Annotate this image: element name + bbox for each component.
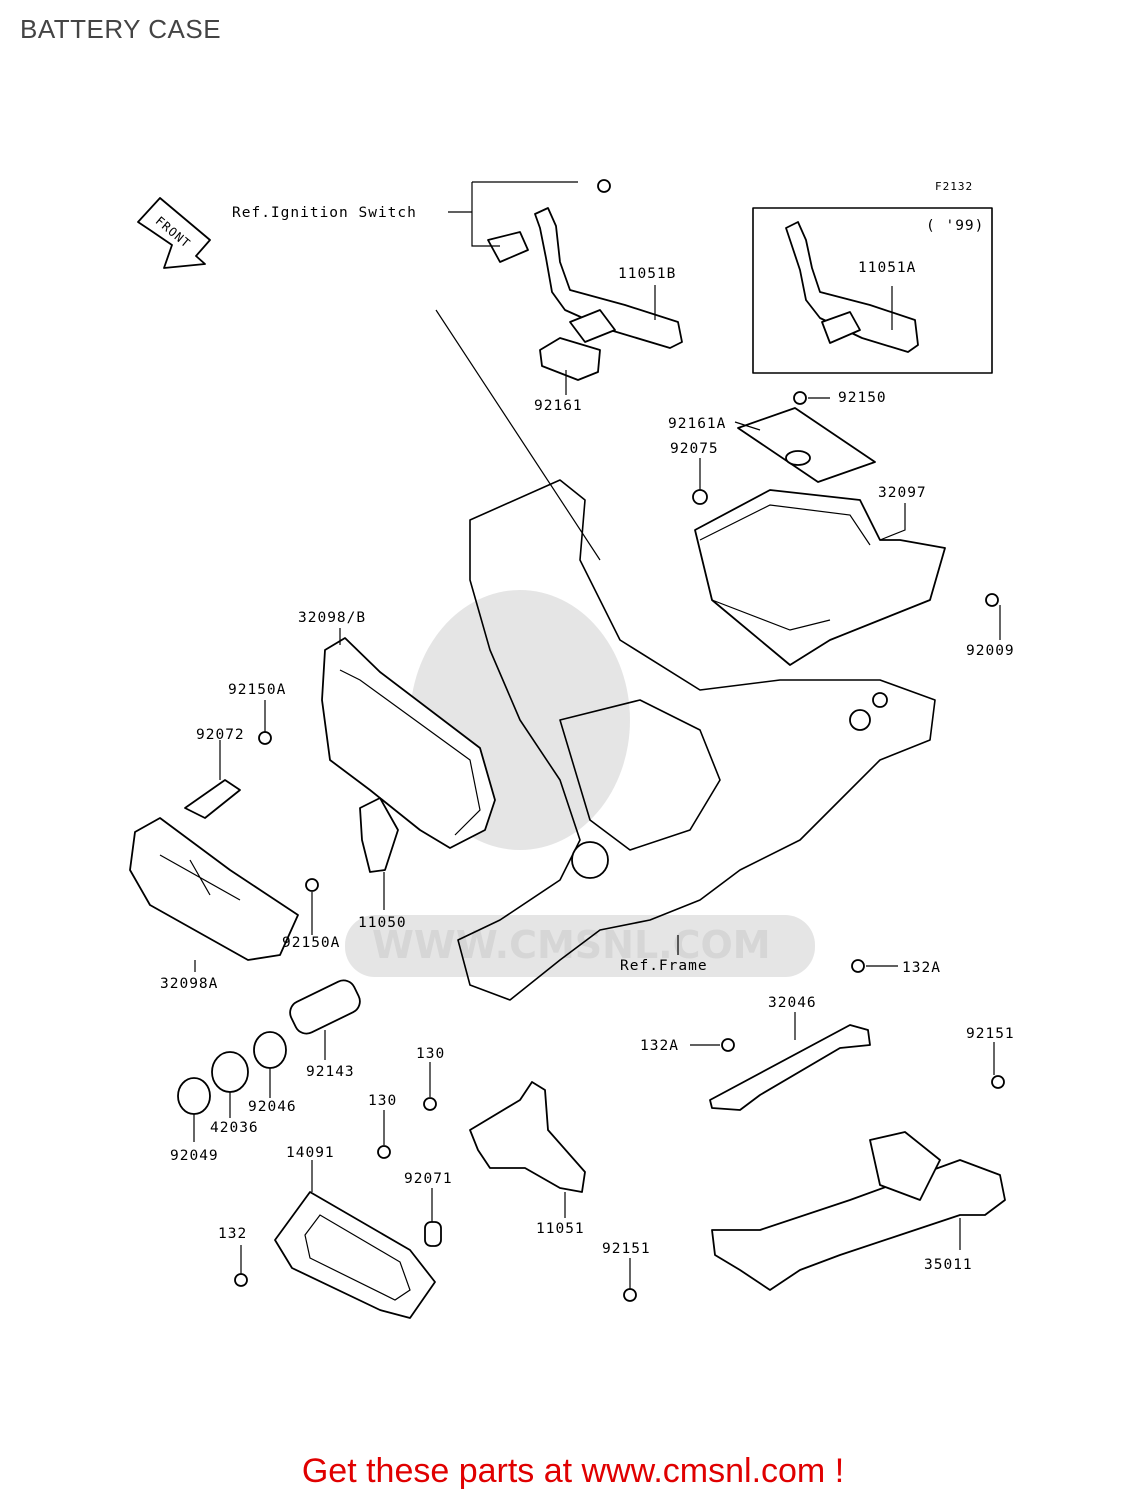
- label-132: 132: [218, 1226, 247, 1242]
- label-32097: 32097: [878, 485, 927, 501]
- bolt-92151-lower: [623, 1288, 637, 1302]
- label-11051B: 11051B: [618, 266, 676, 282]
- footer-promo-link[interactable]: Get these parts at www.cmsnl.com !: [301, 1452, 845, 1490]
- watermark-text: WWW.CMSNL.COM: [372, 923, 771, 967]
- ignition-ref-bracket-line: [471, 181, 578, 247]
- figure-code: F2132: [935, 180, 973, 193]
- main-frame: [457, 479, 936, 1001]
- clip-92072: [184, 779, 241, 819]
- bolt-92009: [985, 593, 999, 607]
- inset-box-99: [752, 207, 993, 374]
- label-32098A: 32098A: [160, 976, 218, 992]
- sleeve-42036: [211, 1051, 249, 1093]
- label-92046: 92046: [248, 1099, 297, 1115]
- grommet-92075: [692, 489, 708, 505]
- label-32098B: 32098/B: [298, 610, 366, 626]
- exploded-parts-diagram: WWW.CMSNL.COM FRONT F2132 ( '99): [129, 179, 1015, 1319]
- label-92049: 92049: [170, 1148, 219, 1164]
- label-92075: 92075: [670, 441, 719, 457]
- pad-92161A: [737, 407, 876, 483]
- ignition-bracket-piece: [487, 231, 529, 263]
- lower-frame-upper-mount: [869, 1131, 941, 1201]
- battery-case-inner-edges: [699, 504, 871, 631]
- front-direction-arrow: FRONT: [137, 197, 211, 269]
- bolt-132A-upper: [851, 959, 865, 973]
- label-92071: 92071: [404, 1171, 453, 1187]
- label-92150A-upper: 92150A: [228, 682, 286, 698]
- label-11051: 11051: [536, 1221, 585, 1237]
- frame-pivot-boss: [571, 841, 609, 879]
- bolt-92150A-upper: [258, 731, 272, 745]
- bolt-132A-lower: [721, 1038, 735, 1052]
- ref-ignition-switch-label: Ref.Ignition Switch: [232, 205, 417, 221]
- side-cover-32098B: [321, 637, 496, 849]
- label-92143: 92143: [306, 1064, 355, 1080]
- label-92151-upper: 92151: [966, 1026, 1015, 1042]
- bracket-11050: [359, 797, 399, 873]
- grommet-92071: [424, 1221, 442, 1247]
- bracket-11051A: [785, 221, 919, 353]
- label-130-upper: 130: [416, 1046, 445, 1062]
- bearing-92046: [253, 1031, 287, 1069]
- label-11051A: 11051A: [858, 260, 916, 276]
- cover-32098A-ribs: [159, 854, 241, 901]
- seal-92049: [177, 1077, 211, 1115]
- label-42036: 42036: [210, 1120, 259, 1136]
- label-92150: 92150: [838, 390, 887, 406]
- label-92161A: 92161A: [668, 416, 726, 432]
- pad-92161A-hole: [785, 450, 811, 466]
- bracket-11051A-tab: [821, 311, 861, 344]
- label-92009: 92009: [966, 643, 1015, 659]
- ref-frame-label: Ref.Frame: [620, 958, 708, 974]
- label-132A-lower: 132A: [640, 1038, 679, 1054]
- frame-mount-hole-2: [872, 692, 888, 708]
- battery-case-32097: [694, 489, 946, 666]
- leader-lines: [193, 285, 1001, 1289]
- label-92161: 92161: [534, 398, 583, 414]
- label-92151-lower: 92151: [602, 1241, 651, 1257]
- collar-92143: [289, 979, 361, 1035]
- bolt-132: [234, 1273, 248, 1287]
- side-cover-inner-edge: [339, 669, 481, 836]
- bracket-11051: [469, 1081, 586, 1193]
- page-title: BATTERY CASE: [20, 14, 222, 44]
- label-132A-upper: 132A: [902, 960, 941, 976]
- label-130-lower: 130: [368, 1093, 397, 1109]
- tray-14091-inner: [304, 1214, 411, 1301]
- label-14091: 14091: [286, 1145, 335, 1161]
- frame-center-section: [559, 699, 721, 851]
- cover-32098A: [129, 817, 299, 961]
- label-92072: 92072: [196, 727, 245, 743]
- plate-92161-tab: [569, 309, 616, 343]
- strap-32046: [709, 1024, 871, 1111]
- tray-14091: [274, 1191, 436, 1319]
- bolt-ignition: [597, 179, 611, 193]
- bolt-92151-upper: [991, 1075, 1005, 1089]
- label-11050: 11050: [358, 915, 407, 931]
- frame-mount-hole: [849, 709, 871, 731]
- label-32046: 32046: [768, 995, 817, 1011]
- label-35011: 35011: [924, 1257, 973, 1273]
- bolt-92150: [793, 391, 807, 405]
- bolt-130-upper: [423, 1097, 437, 1111]
- bracket-11051B: [534, 207, 683, 349]
- bolt-92150A-lower: [305, 878, 319, 892]
- plate-92161: [539, 337, 601, 381]
- inset-label: ( '99): [926, 218, 984, 234]
- bolt-130-lower: [377, 1145, 391, 1159]
- label-92150A-lower: 92150A: [282, 935, 340, 951]
